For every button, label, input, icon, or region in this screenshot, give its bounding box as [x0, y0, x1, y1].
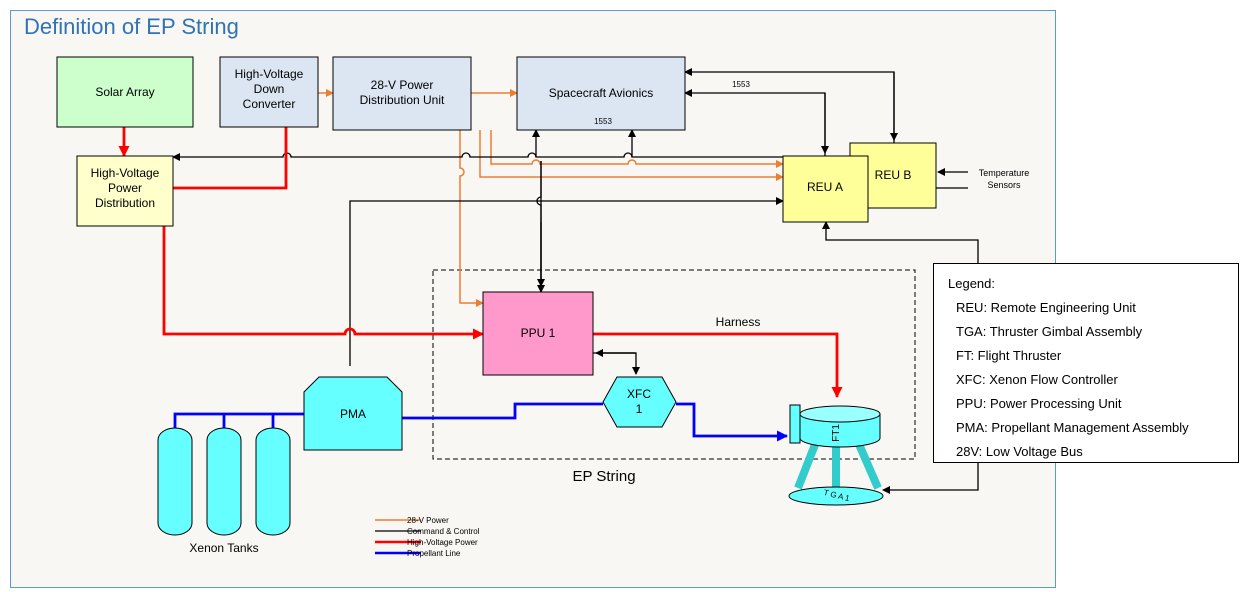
- legend-item: 28V: Low Voltage Bus: [956, 444, 1083, 459]
- ft-label: FT1: [831, 424, 842, 442]
- temperature-label-2: Sensors: [987, 180, 1021, 190]
- power-distribution-unit-block: [332, 56, 472, 131]
- page-title: Definition of EP String: [24, 14, 239, 39]
- xfc-label-1: XFC: [627, 387, 651, 401]
- line-key-label-hv: High-Voltage Power: [407, 538, 478, 547]
- legend-box: Legend: REU: Remote Engineering Unit TGA…: [933, 263, 1239, 463]
- hvpd-label-1: High-Voltage: [91, 166, 160, 180]
- solar-array-label: Solar Array: [95, 85, 154, 99]
- legend-item: TGA: Thruster Gimbal Assembly: [956, 324, 1143, 339]
- solar-array-block: [56, 56, 194, 128]
- power-28v-lines: [318, 89, 784, 307]
- hv-down-label-3: Converter: [243, 97, 296, 111]
- pma-label: PMA: [340, 407, 366, 421]
- harness-label: Harness: [716, 315, 761, 329]
- xenon-tanks-label: Xenon Tanks: [189, 541, 258, 555]
- hv-power-lines: [118, 116, 843, 398]
- reu-a-label: REU A: [807, 180, 843, 194]
- reu-b-label: REU B: [875, 168, 912, 182]
- legend-item: REU: Remote Engineering Unit: [956, 300, 1136, 315]
- line-key: [375, 519, 421, 555]
- spacecraft-avionics-block: [516, 56, 686, 131]
- temperature-label-1: Temperature: [979, 168, 1030, 178]
- avionics-bus-label: 1553: [594, 117, 612, 126]
- line-key-label-28v: 28-V Power: [407, 516, 449, 525]
- hvpd-label-2: Power: [108, 181, 142, 195]
- legend-header: Legend:: [948, 276, 995, 291]
- xenon-tanks: [157, 427, 291, 536]
- pdu-label-1: 28-V Power: [371, 78, 434, 92]
- hvpd-label-3: Distribution: [95, 196, 155, 210]
- pdu-label-2: Distribution Unit: [360, 93, 445, 107]
- legend-item: FT: Flight Thruster: [956, 348, 1062, 363]
- ppu-label: PPU 1: [521, 326, 556, 340]
- legend-item: XFC: Xenon Flow Controller: [956, 372, 1118, 387]
- reu-a-block: [782, 155, 869, 223]
- ep-string-boundary: [432, 269, 916, 460]
- hv-down-converter-block: [219, 56, 319, 128]
- line-key-label-command: Command & Control: [407, 527, 480, 536]
- ppu-block: [482, 291, 594, 376]
- xfc-block: [602, 376, 677, 428]
- ep-string-label: EP String: [572, 468, 635, 485]
- hv-down-label-2: Down: [254, 82, 285, 96]
- legend-item: PPU: Power Processing Unit: [956, 396, 1122, 411]
- thruster-assembly: [788, 404, 884, 506]
- line-key-label-propellant: Propellant Line: [407, 549, 461, 558]
- bus-1553-label: 1553: [732, 80, 750, 89]
- legend-item: PMA: Propellant Management Assembly: [956, 420, 1189, 435]
- hv-down-label-1: High-Voltage: [235, 67, 304, 81]
- avionics-label: Spacecraft Avionics: [549, 86, 654, 100]
- pma-block: [303, 376, 403, 451]
- propellant-lines: [173, 402, 788, 442]
- xfc-label-2: 1: [636, 402, 643, 416]
- hv-power-distribution-block: [76, 155, 174, 227]
